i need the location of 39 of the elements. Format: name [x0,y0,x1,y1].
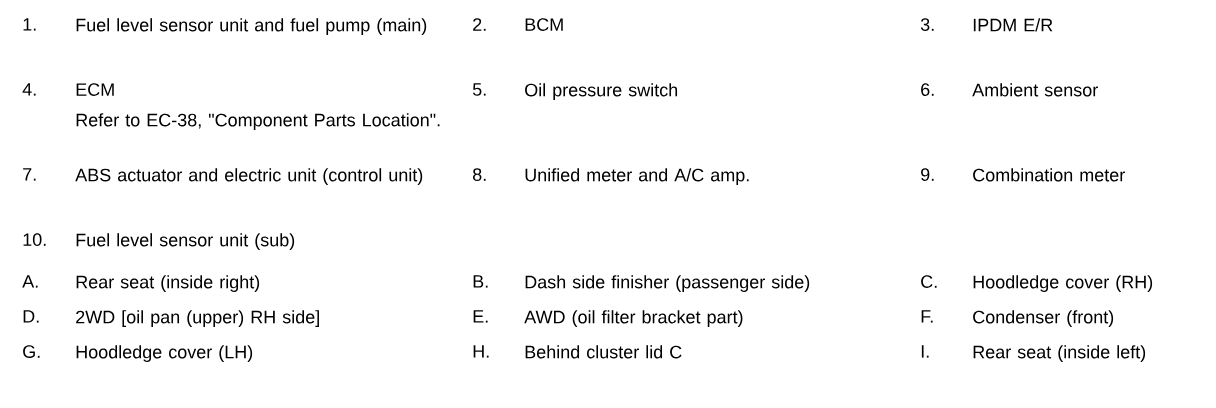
item-number: C. [921,275,937,288]
item-description: AWD (oil filter bracket part) [524,310,743,327]
item-description: BCM [525,18,563,31]
item-number: G. [23,345,40,358]
item-number: B. [473,275,488,288]
item-number: 2. [473,18,486,31]
item-description: Fuel level sensor unit and fuel pump (main) [76,18,427,35]
item-description: ECM [76,83,114,96]
item-description: Rear seat (inside left) [973,345,1146,362]
item-description: Condenser (front) [973,310,1114,327]
item-description: 2WD [oil pan (upper) RH side] [76,310,319,327]
item-description: Unified meter and A/C amp. [525,168,749,185]
item-number: E. [473,310,488,323]
item-number: 8. [473,168,486,181]
item-description: Rear seat (inside right) [76,275,260,292]
item-number: 4. [22,83,36,96]
item-description: IPDM E/R [973,18,1053,32]
item-description: Fuel level sensor unit (sub) [76,233,295,250]
item-description: Combination meter [973,168,1125,182]
item-description: Ambient sensor [972,83,1098,97]
item-number: I. [921,345,929,358]
item-description: ABS actuator and electric unit (control unit) [75,168,423,185]
item-number: F. [921,310,933,323]
item-description: Dash side finisher (passenger side) [525,275,810,292]
item-description: Behind cluster lid C [525,345,682,359]
item-number: 5. [472,83,486,96]
item-number: 10. [23,233,46,246]
item-number: 9. [921,168,934,181]
item-number: 7. [23,168,36,181]
item-description: Hoodledge cover (LH) [76,345,253,362]
item-number: 1. [23,18,36,31]
item-number: D. [23,310,39,323]
item-number: 3. [920,18,934,31]
item-number: H. [473,345,489,358]
item-number: 6. [921,83,934,96]
item-number: A. [22,275,38,288]
item-description: Hoodledge cover (RH) [973,275,1153,292]
reference-note: Refer to EC-38, "Component Parts Location". [76,113,440,130]
item-description: Oil pressure switch [525,83,678,100]
